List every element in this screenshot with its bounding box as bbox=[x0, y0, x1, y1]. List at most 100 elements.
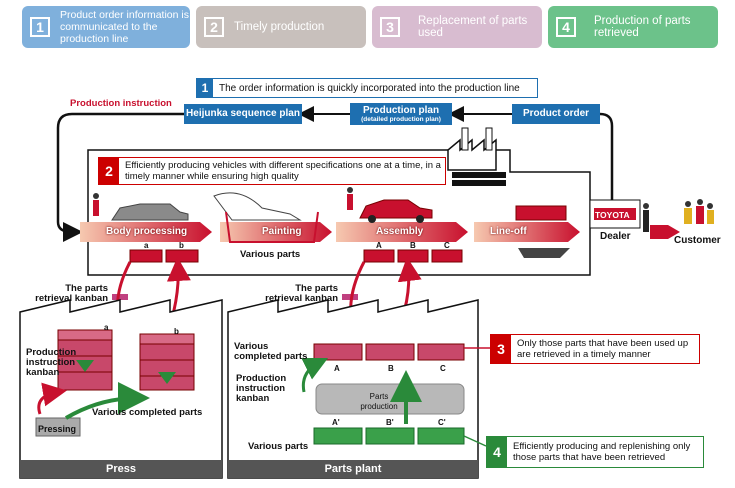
step2-callout: 2 Efficiently producing vehicles with di… bbox=[98, 157, 446, 185]
step2-number: 2 bbox=[99, 158, 119, 184]
part-letter-a: a bbox=[144, 241, 149, 250]
band-assembly bbox=[336, 222, 468, 242]
press-replenish-arrow bbox=[64, 382, 150, 420]
press-part-letter-a: a bbox=[104, 323, 109, 332]
ship bbox=[518, 248, 570, 258]
part-letter-b: b bbox=[179, 241, 184, 250]
press-production-kanban-label: Production instruction kanban bbox=[26, 347, 77, 378]
part-letter-C: C bbox=[444, 241, 450, 250]
plant-various-bins bbox=[313, 427, 465, 445]
painting-tank bbox=[225, 211, 319, 243]
heijunka-plan-box: Heijunka sequence plan bbox=[184, 104, 302, 124]
parts-production-label: Parts production bbox=[360, 392, 398, 411]
various-parts-label: Various parts bbox=[240, 249, 301, 260]
production-plan-box: Production plan (detailed production pla… bbox=[350, 103, 452, 125]
production-plan-label: Production plan bbox=[362, 104, 440, 116]
stage-body-processing: Body processing bbox=[106, 226, 188, 237]
press-footer-label: Press bbox=[106, 463, 136, 475]
stage-assembly: Assembly bbox=[376, 226, 424, 237]
heijunka-plan-label: Heijunka sequence plan bbox=[186, 108, 300, 119]
band-to-customer bbox=[650, 225, 680, 239]
step1-number: 1 bbox=[197, 79, 213, 97]
band-painting bbox=[220, 222, 332, 242]
step4-text: Efficiently producing and replenishing o… bbox=[513, 441, 691, 463]
parts-bin bbox=[363, 249, 395, 263]
car-painted bbox=[213, 192, 302, 221]
tab-label: Production of parts retrieved bbox=[594, 15, 691, 39]
tab-number: 1 bbox=[30, 17, 50, 37]
parts-bin bbox=[431, 249, 463, 263]
pressing-machine bbox=[35, 417, 81, 437]
dealer-person-icon bbox=[643, 203, 649, 232]
plant-footer: Parts plant bbox=[228, 460, 478, 478]
tab-number: 3 bbox=[380, 17, 400, 37]
info-loop-line bbox=[587, 112, 614, 229]
product-order-label: Product order bbox=[522, 108, 590, 119]
plant-letter-C2: C' bbox=[438, 418, 446, 427]
step1-text: The order information is quickly incorpo… bbox=[219, 82, 520, 94]
press-production-loop bbox=[37, 382, 67, 415]
chimney bbox=[485, 127, 493, 151]
retrieval-kanban-label-press: The parts retrieval kanban bbox=[35, 283, 108, 304]
pressing-label: Pressing bbox=[38, 424, 77, 434]
product-order-box: Product order bbox=[512, 104, 600, 124]
customer-icon bbox=[684, 199, 714, 224]
tab-label: Replacement of parts used bbox=[418, 15, 528, 39]
band-lineoff bbox=[474, 222, 580, 242]
step1-callout: 1 The order information is quickly incor… bbox=[196, 78, 538, 98]
tab-order-info[interactable]: 1 Product order information is communica… bbox=[22, 6, 190, 48]
worker-icon bbox=[347, 187, 353, 210]
parts-bin bbox=[397, 249, 429, 263]
tab-number: 2 bbox=[204, 17, 224, 37]
plant-letter-A2: A' bbox=[332, 418, 340, 427]
tab-replacement[interactable]: 3 Replacement of parts used bbox=[372, 6, 542, 48]
customer-label: Customer bbox=[674, 235, 721, 246]
tab-label: Timely production bbox=[234, 21, 325, 33]
retrieval-kanban-card bbox=[112, 294, 128, 300]
factory-roof bbox=[447, 138, 497, 171]
car-assembled bbox=[359, 199, 433, 219]
band-body bbox=[80, 222, 212, 242]
plant-various-parts-label: Various parts bbox=[248, 441, 309, 452]
factory-windows bbox=[452, 180, 506, 186]
stage-line-off: Line-off bbox=[490, 226, 527, 237]
parts-bin bbox=[129, 249, 163, 263]
chimney bbox=[461, 127, 469, 151]
tab-production-retrieved[interactable]: 4 Production of parts retrieved bbox=[548, 6, 718, 48]
step3-text: Only those parts that have been used up … bbox=[517, 338, 689, 360]
plant-completed-parts-label: Various completed parts bbox=[234, 341, 308, 362]
plant-letter-B2: B' bbox=[386, 418, 394, 427]
plant-letter-A: A bbox=[334, 364, 340, 373]
step4-number: 4 bbox=[487, 437, 507, 467]
stage-painting: Painting bbox=[262, 226, 302, 237]
press-part-letter-b: b bbox=[174, 327, 179, 336]
press-completed-parts-label: Various completed parts bbox=[92, 407, 203, 418]
callout4-connector bbox=[463, 435, 487, 447]
plant-completed-bins bbox=[313, 343, 465, 361]
dealer-sign: TOYOTA bbox=[595, 210, 630, 220]
plant-footer-label: Parts plant bbox=[324, 463, 382, 475]
press-footer: Press bbox=[20, 460, 222, 478]
plant-letter-B: B bbox=[388, 364, 394, 373]
info-loop-left bbox=[56, 112, 184, 242]
plant-production-kanban-label: Production instruction kanban bbox=[236, 373, 287, 404]
parts-bin bbox=[165, 249, 199, 263]
part-letter-A: A bbox=[376, 241, 382, 250]
plant-letter-C: C bbox=[440, 364, 446, 373]
part-letter-B: B bbox=[410, 241, 416, 250]
production-plan-sub: (detailed production plan) bbox=[361, 115, 441, 123]
tab-timely-production[interactable]: 2 Timely production bbox=[196, 6, 366, 48]
tab-number: 4 bbox=[556, 17, 576, 37]
press-bin-stack-a bbox=[57, 329, 113, 391]
step4-callout: 4 Efficiently producing and replenishing… bbox=[486, 436, 704, 468]
tab-label: Product order information is communicate… bbox=[60, 9, 189, 45]
car-carrier bbox=[515, 205, 567, 221]
worker-icon bbox=[93, 193, 99, 216]
retrieval-kanban-label-plant: The parts retrieval kanban bbox=[265, 283, 338, 304]
dealer-label: Dealer bbox=[600, 231, 631, 242]
step3-callout: 3 Only those parts that have been used u… bbox=[490, 334, 700, 364]
plant-production-arrow bbox=[301, 357, 329, 393]
production-instruction-label: Production instruction bbox=[70, 98, 172, 109]
step3-number: 3 bbox=[491, 335, 511, 363]
car-body-shell bbox=[111, 203, 189, 221]
